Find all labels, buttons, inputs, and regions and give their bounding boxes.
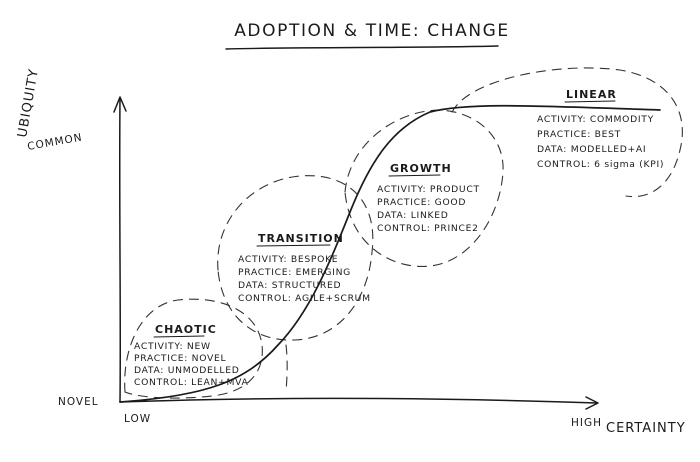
stage-linear-heading: LINEAR: [566, 88, 617, 101]
stage-linear-practice: PRACTICE: BEST: [537, 129, 621, 140]
stage-linear-data: DATA: MODELLED+AI: [537, 144, 646, 155]
y-axis-line: [118, 97, 122, 403]
transition-zone-tail: [285, 344, 288, 393]
stage-chaotic-practice: PRACTICE: NOVEL: [134, 353, 226, 364]
y-axis-arrowhead: [113, 96, 127, 113]
stage-chaotic-data: DATA: UNMODELLED: [134, 365, 239, 376]
x-axis-low-label: LOW: [124, 413, 151, 425]
stage-transition-data: DATA: STRUCTURED: [238, 280, 341, 291]
stage-transition-activity: ACTIVITY: BESPOKE: [238, 254, 338, 265]
stage-chaotic-heading: CHAOTIC: [155, 323, 217, 336]
stage-growth-data: DATA: LINKED: [377, 210, 449, 221]
x-axis-line: [119, 397, 598, 404]
x-axis-arrowhead: [585, 396, 599, 410]
stage-transition-heading: TRANSITION: [258, 232, 344, 245]
adoption-s-curve: [119, 104, 661, 403]
linear-zone-boundary: [451, 67, 683, 198]
stage-growth-practice: PRACTICE: GOOD: [377, 197, 466, 208]
stage-growth-control: CONTROL: PRINCE2: [377, 223, 479, 234]
stage-transition: TRANSITION ACTIVITY: BESPOKE PRACTICE: E…: [238, 232, 371, 304]
stage-chaotic-activity: ACTIVITY: NEW: [134, 341, 211, 352]
growth-zone-boundary: [344, 109, 504, 267]
stage-transition-practice: PRACTICE: EMERGING: [238, 267, 351, 278]
stage-growth-underline: [388, 174, 441, 177]
y-axis-low-label: NOVEL: [58, 396, 99, 408]
stage-linear-activity: ACTIVITY: COMMODITY: [537, 114, 654, 125]
stage-linear-underline: [564, 100, 616, 103]
diagram-title: ADOPTION & TIME: CHANGE: [234, 21, 510, 41]
title-underline: [225, 45, 499, 50]
y-axis-high-label: COMMON: [26, 131, 83, 153]
stage-transition-underline: [256, 244, 331, 247]
stage-growth-activity: ACTIVITY: PRODUCT: [377, 184, 480, 195]
stage-growth: GROWTH ACTIVITY: PRODUCT PRACTICE: GOOD …: [377, 162, 480, 234]
x-axis-high-label: HIGH: [571, 417, 602, 429]
stage-linear: LINEAR ACTIVITY: COMMODITY PRACTICE: BES…: [537, 88, 664, 170]
stage-chaotic-control: CONTROL: LEAN+MVA: [134, 377, 248, 388]
stage-growth-heading: GROWTH: [390, 162, 452, 175]
stage-linear-control: CONTROL: 6 sigma (KPI): [537, 159, 664, 170]
stage-transition-control: CONTROL: AGILE+SCRUM: [238, 293, 371, 304]
stage-chaotic: CHAOTIC ACTIVITY: NEW PRACTICE: NOVEL DA…: [134, 323, 248, 388]
transition-zone-boundary: [217, 175, 374, 341]
y-axis-title: UBIQUITY: [15, 67, 42, 138]
x-axis-title: CERTAINTY: [606, 421, 686, 436]
stage-chaotic-underline: [153, 335, 205, 338]
